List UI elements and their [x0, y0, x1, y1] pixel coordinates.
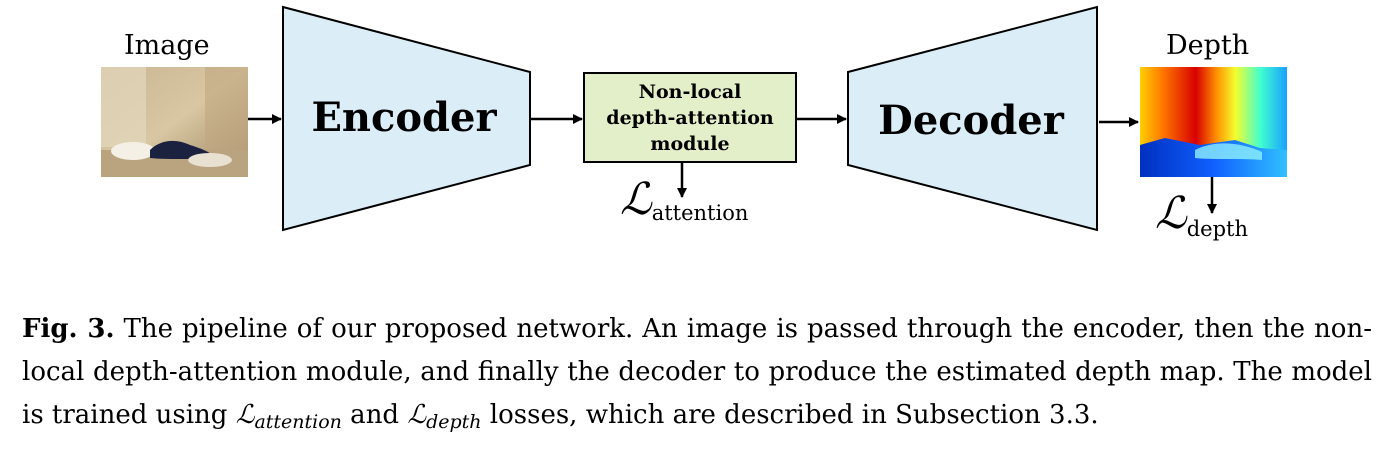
depth-map-image — [1140, 67, 1287, 177]
input-image-label: Image — [124, 30, 210, 61]
module-label-line-2: depth-attention — [606, 107, 774, 129]
decoder-label: Decoder — [878, 97, 1065, 144]
figure-caption: Fig. 3. The pipeline of our proposed net… — [22, 308, 1372, 444]
caption-loss-depth-symbol: ℒ — [407, 400, 427, 430]
caption-loss-attention-subscript: attention — [254, 411, 342, 433]
module-label-line-3: module — [650, 133, 729, 155]
depth-loss-symbol: ℒ — [1155, 188, 1187, 239]
caption-text-part-2: and — [341, 400, 408, 430]
output-depth-label: Depth — [1166, 30, 1250, 61]
encoder-block — [282, 5, 531, 232]
figure-number: Fig. 3. — [22, 314, 115, 344]
input-image — [101, 67, 248, 177]
caption-text-part-3: losses, which are described in Subsectio… — [481, 400, 1099, 430]
attention-loss-symbol: ℒ — [620, 174, 652, 225]
caption-loss-attention-symbol: ℒ — [235, 400, 255, 430]
attention-loss-label: ℒattention — [620, 178, 749, 226]
module-label-line-1: Non-local — [639, 81, 742, 103]
depth-loss-subscript: depth — [1186, 217, 1248, 241]
pipeline-diagram: Encoder Decoder Non-local depth-attentio… — [101, 5, 1287, 232]
encoder-label: Encoder — [311, 94, 497, 141]
attention-module-block — [583, 72, 797, 163]
caption-loss-depth-subscript: depth — [426, 411, 482, 433]
depth-loss-label: ℒdepth — [1155, 192, 1248, 242]
attention-loss-subscript: attention — [651, 201, 749, 225]
caption-text-part-1: The pipeline of our proposed network. An… — [22, 314, 1372, 430]
decoder-block — [847, 5, 1098, 232]
